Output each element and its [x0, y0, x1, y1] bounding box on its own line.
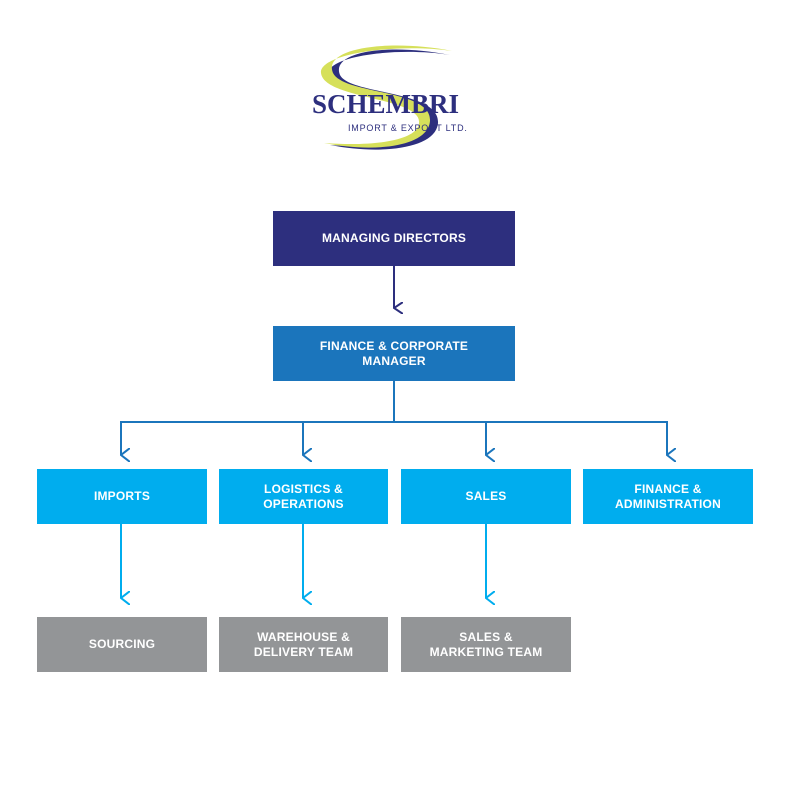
node-sourcing: SOURCING — [37, 617, 207, 672]
logo-name: SCHEMBRI — [312, 89, 459, 119]
company-logo: SCHEMBRI IMPORT & EXPORT LTD. — [300, 45, 500, 160]
schembri-s-swoosh-logo: SCHEMBRI IMPORT & EXPORT LTD. — [312, 45, 468, 150]
node-logistics-operations: LOGISTICS & OPERATIONS — [219, 469, 388, 524]
node-finance-administration: FINANCE & ADMINISTRATION — [583, 469, 753, 524]
node-managing-directors: MANAGING DIRECTORS — [273, 211, 515, 266]
logo-tagline: IMPORT & EXPORT LTD. — [348, 123, 468, 133]
node-sales: SALES — [401, 469, 571, 524]
node-sales-marketing-team: SALES & MARKETING TEAM — [401, 617, 571, 672]
node-imports: IMPORTS — [37, 469, 207, 524]
node-warehouse-delivery-team: WAREHOUSE & DELIVERY TEAM — [219, 617, 388, 672]
node-finance-corporate-manager: FINANCE & CORPORATE MANAGER — [273, 326, 515, 381]
